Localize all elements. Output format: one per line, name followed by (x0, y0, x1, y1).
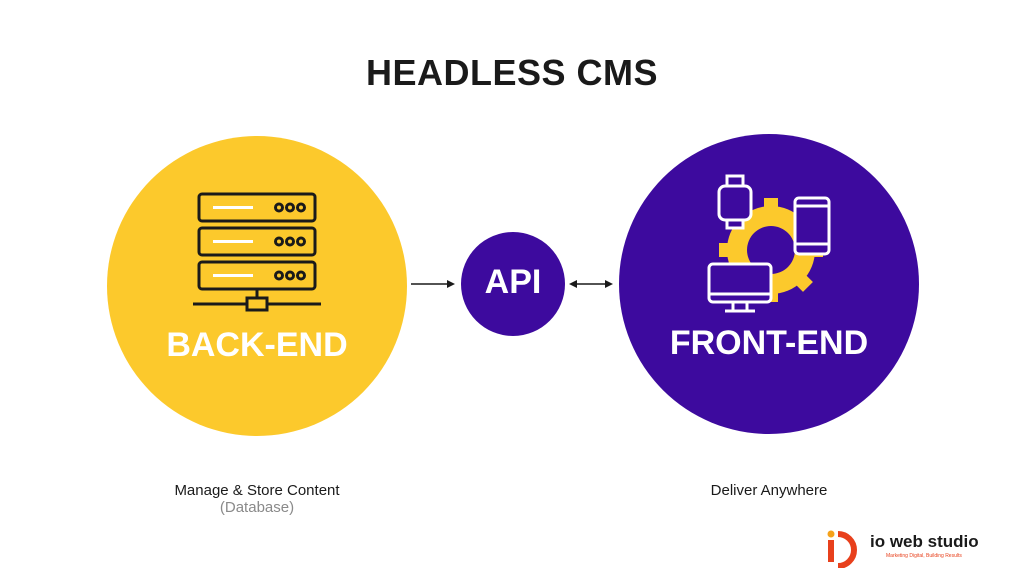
backend-label: BACK-END (166, 326, 348, 364)
backend-subcaption: (Database) (219, 499, 295, 516)
backend-circle: BACK-END (107, 136, 407, 436)
logo-name: io web studio (870, 532, 979, 551)
frontend-circle: FRONT-END (619, 134, 919, 434)
double-arrow-icon (569, 280, 613, 288)
logo-tagline: Marketing Digital, Building Results (886, 553, 962, 559)
api-label: API (484, 263, 542, 301)
page-title: HEADLESS CMS (365, 52, 659, 93)
backend-caption-text: Manage & Store Content (174, 482, 340, 499)
io-web-studio-logo: io web studio Marketing Digital, Buildin… (824, 528, 1004, 568)
io-logo-icon (827, 530, 857, 568)
frontend-caption: Deliver Anywhere (710, 482, 828, 499)
frontend-label: FRONT-END (669, 324, 869, 362)
backend-caption: Manage & Store Content (Database) (107, 482, 407, 516)
arrow-right-icon (411, 280, 455, 288)
api-circle: API (461, 232, 565, 336)
devices-gear-icon (707, 174, 831, 313)
server-rack-icon (193, 192, 321, 312)
